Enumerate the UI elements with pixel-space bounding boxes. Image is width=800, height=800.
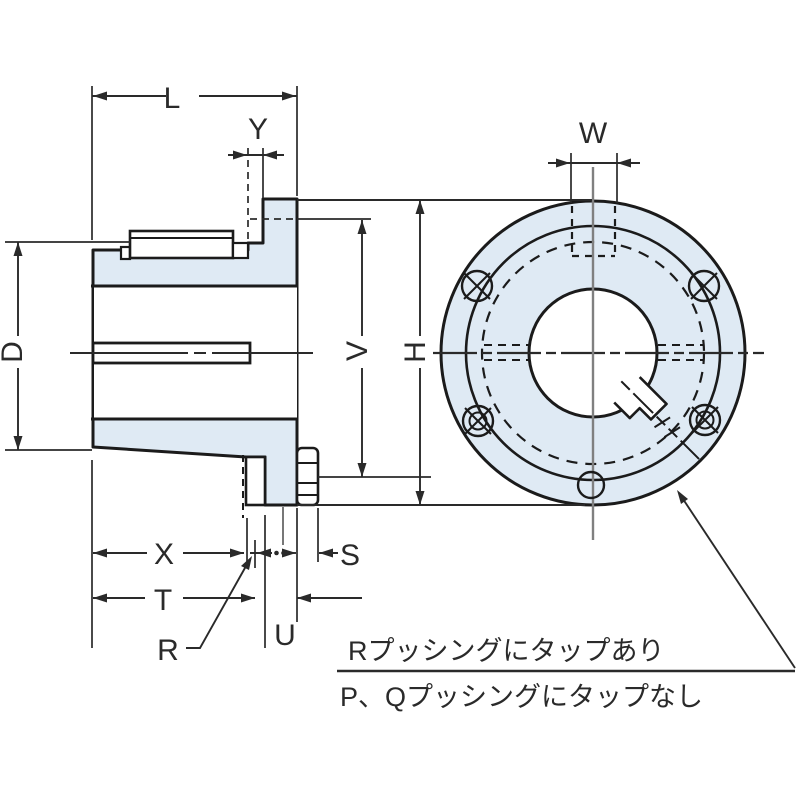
top-keyway-hidden bbox=[570, 206, 617, 258]
hole-upper-right bbox=[687, 269, 721, 303]
top-cap-screw bbox=[119, 229, 250, 261]
label-S: S bbox=[340, 539, 360, 572]
label-X: X bbox=[154, 538, 174, 571]
leader-note bbox=[677, 490, 796, 669]
label-D: D bbox=[0, 341, 29, 363]
dim-Y bbox=[228, 150, 284, 160]
note-line1: Rプッシングにタップあり bbox=[348, 636, 665, 666]
hole-upper-left bbox=[460, 269, 494, 303]
dim-H bbox=[415, 200, 425, 505]
label-Y: Y bbox=[248, 113, 268, 146]
front-view bbox=[433, 167, 764, 540]
dim-L bbox=[92, 91, 297, 101]
hex-head bbox=[295, 446, 320, 507]
hole-bottom-plain bbox=[576, 470, 606, 500]
note-line2: P、Qプッシングにタップなし bbox=[340, 682, 703, 712]
dimension-labels: L Y W D V H X S T U R bbox=[0, 82, 608, 667]
dim-W bbox=[548, 158, 640, 168]
label-T: T bbox=[154, 584, 172, 617]
dimension-lines bbox=[13, 91, 796, 669]
extension-lines bbox=[5, 86, 618, 648]
leader-R bbox=[186, 556, 252, 649]
bottom-cap-screw bbox=[242, 446, 320, 545]
bore-keyway-notch bbox=[613, 376, 700, 460]
hole-lower-right bbox=[688, 403, 722, 437]
label-L: L bbox=[164, 82, 181, 115]
dim-T-U-row bbox=[93, 593, 362, 603]
label-H: H bbox=[399, 341, 432, 363]
tapped-holes bbox=[460, 269, 722, 500]
dim-X-S-row bbox=[93, 548, 338, 558]
label-V: V bbox=[341, 341, 374, 361]
label-U: U bbox=[274, 619, 296, 652]
label-W: W bbox=[579, 117, 608, 150]
hidden-side-holes bbox=[484, 344, 703, 361]
side-section-view bbox=[70, 197, 320, 545]
hole-lower-left bbox=[461, 404, 495, 438]
dim-V bbox=[357, 220, 367, 477]
notes-block: Rプッシングにタップあり P、Qプッシングにタップなし bbox=[337, 636, 795, 712]
label-R: R bbox=[157, 634, 179, 667]
dim-D bbox=[13, 242, 23, 450]
